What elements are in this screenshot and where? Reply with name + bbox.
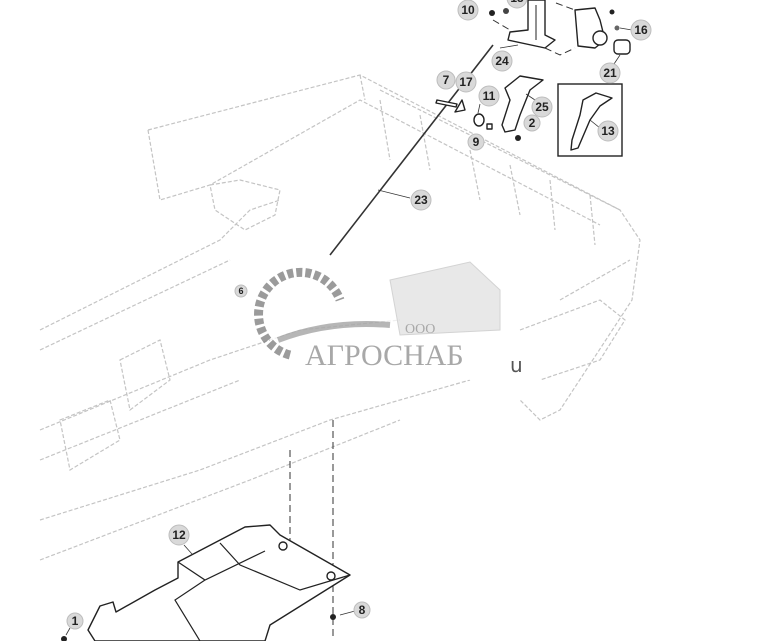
svg-text:21: 21 [603, 66, 617, 80]
watermark-prefix: ООО [405, 322, 435, 337]
bracket-24 [489, 0, 576, 56]
callout-11: 11 [478, 85, 500, 107]
gear-icon [254, 267, 345, 360]
svg-text:16: 16 [634, 23, 648, 37]
svg-text:25: 25 [535, 100, 549, 114]
svg-text:2: 2 [529, 116, 536, 130]
svg-text:24: 24 [495, 54, 509, 68]
callout-6: 6 [234, 284, 248, 298]
callout-9: 9 [467, 133, 485, 151]
callout-24: 24 [491, 50, 513, 72]
callout-16: 16 [630, 19, 652, 41]
svg-text:17: 17 [459, 75, 473, 89]
watermark-logo: ООО АГРОСНАБ [254, 260, 510, 380]
callout-17: 17 [455, 71, 477, 93]
callout-1: 1 [66, 612, 84, 630]
callout-15: 15 [506, 0, 528, 9]
svg-text:15: 15 [510, 0, 524, 5]
callout-8: 8 [353, 601, 371, 619]
callout-25: 25 [531, 96, 553, 118]
mount-assembly [555, 2, 633, 65]
callout-21: 21 [599, 62, 621, 84]
callout-13: 13 [597, 120, 619, 142]
svg-text:6: 6 [238, 286, 243, 296]
svg-text:23: 23 [414, 193, 428, 207]
svg-text:12: 12 [172, 528, 186, 542]
small-parts [435, 75, 544, 141]
svg-text:10: 10 [461, 3, 475, 17]
svg-text:8: 8 [359, 603, 366, 617]
callout-23: 23 [410, 189, 432, 211]
callout-7: 7 [436, 70, 456, 90]
watermark-brand: АГРОСНАБ [305, 339, 464, 372]
watermark-suffix: u [510, 353, 523, 377]
callout-12: 12 [168, 524, 190, 546]
svg-text:13: 13 [601, 124, 615, 138]
callout-2: 2 [523, 114, 541, 132]
machine-frame [39, 74, 641, 561]
combine-harvester-icon [389, 261, 501, 336]
svg-text:7: 7 [443, 73, 450, 87]
svg-text:9: 9 [473, 135, 480, 149]
callout-10: 10 [457, 0, 479, 21]
shield-12 [61, 524, 356, 641]
svg-text:11: 11 [483, 89, 496, 103]
svg-text:1: 1 [72, 614, 79, 628]
inset-part-13 [557, 83, 623, 157]
assembly-lines [289, 420, 334, 640]
